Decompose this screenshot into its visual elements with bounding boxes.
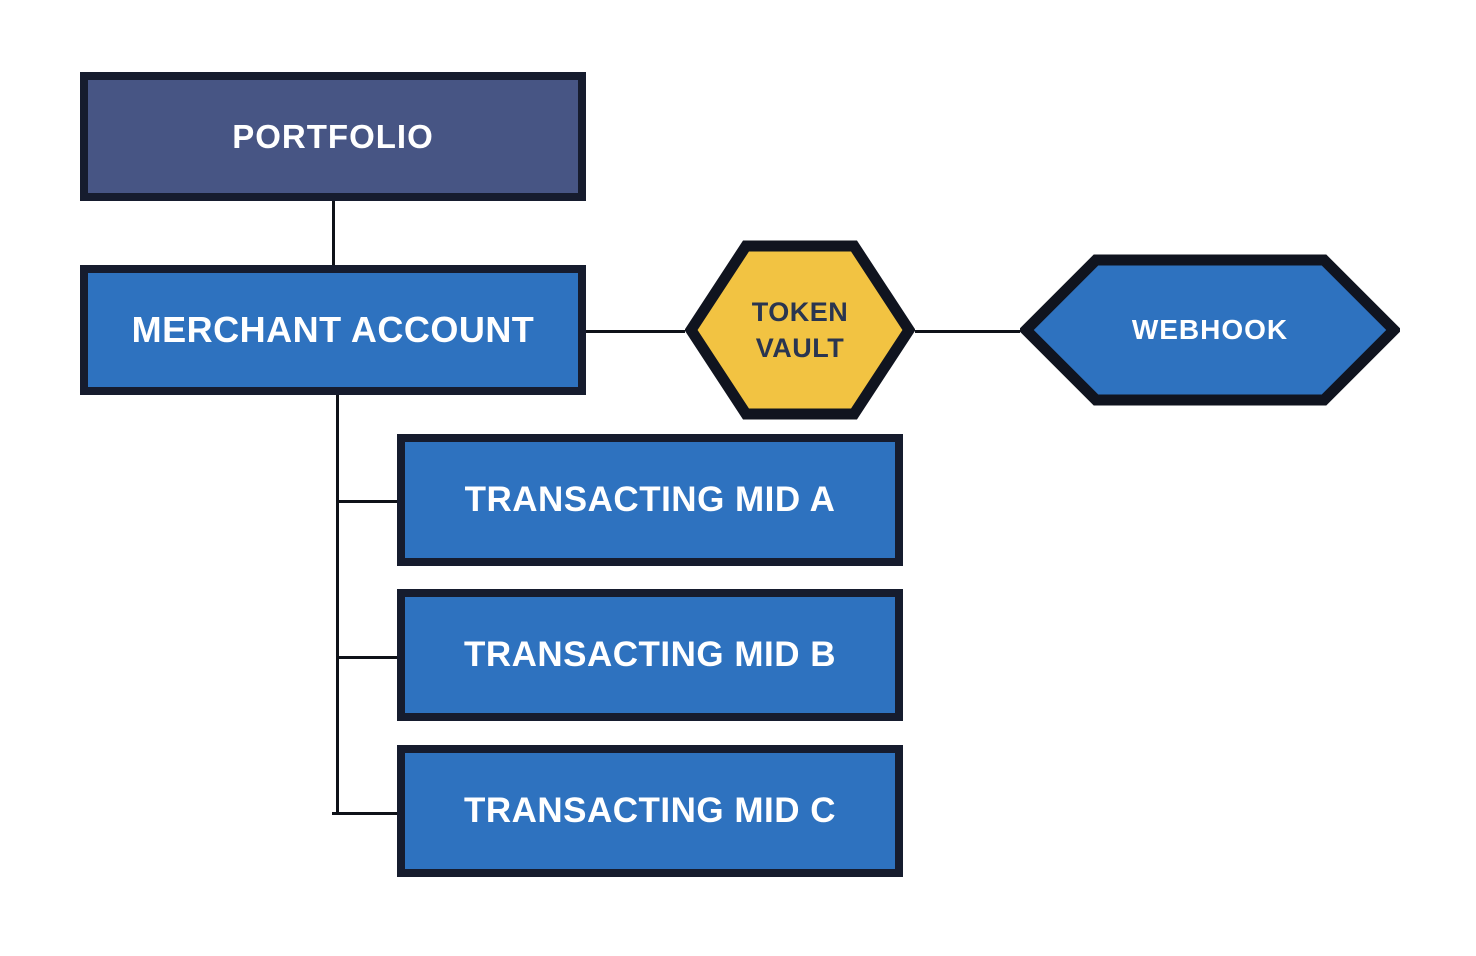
webhook-hexagon-shape xyxy=(1020,254,1400,406)
webhook-label: WEBHOOK xyxy=(1131,314,1289,346)
transacting-mid-c-node: TRANSACTING MID C xyxy=(397,745,903,877)
token-vault-node: TOKEN VAULT xyxy=(685,239,915,421)
transacting-mid-b-label: TRANSACTING MID B xyxy=(463,635,837,674)
token-vault-hexagon-shape xyxy=(685,240,915,420)
transacting-mid-a-node: TRANSACTING MID A xyxy=(397,434,903,566)
token-vault-label: TOKEN VAULT xyxy=(752,294,849,367)
portfolio-node: PORTFOLIO xyxy=(80,72,586,201)
webhook-node: WEBHOOK xyxy=(1020,253,1400,407)
portfolio-label: PORTFOLIO xyxy=(232,117,434,155)
transacting-mid-c-label: TRANSACTING MID C xyxy=(463,791,837,830)
connector-merchant-mids-trunk xyxy=(336,395,339,815)
merchant-account-label: MERCHANT ACCOUNT xyxy=(131,309,535,350)
merchant-account-node: MERCHANT ACCOUNT xyxy=(80,265,586,395)
connector-branch-mid-b xyxy=(336,656,397,659)
connector-portfolio-merchant xyxy=(332,201,335,265)
connector-merchant-token-vault xyxy=(586,330,685,333)
connector-token-vault-webhook xyxy=(915,330,1020,333)
connector-branch-mid-c xyxy=(332,812,397,815)
token-vault-label-line1: TOKEN xyxy=(751,296,849,327)
transacting-mid-b-node: TRANSACTING MID B xyxy=(397,589,903,721)
token-vault-label-line2: VAULT xyxy=(755,333,845,363)
transacting-mid-a-label: TRANSACTING MID A xyxy=(464,480,836,519)
connector-branch-mid-a xyxy=(336,500,397,503)
